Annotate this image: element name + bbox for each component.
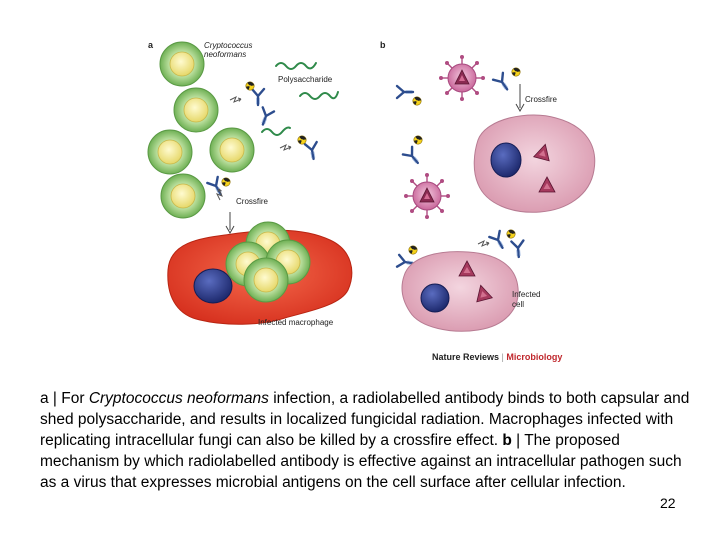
crossfire-label-b: Crossfire	[525, 95, 558, 104]
antibody	[401, 145, 424, 168]
radiation-label	[411, 95, 423, 107]
fungus-cell	[243, 257, 289, 303]
fungus-cell	[147, 129, 193, 175]
infected-cell-label-line2: cell	[512, 300, 525, 309]
antibody	[491, 71, 514, 95]
nucleus	[193, 268, 233, 304]
caption-a-letter: a	[40, 390, 49, 407]
figure: a Cryptococcus neoformans Polysaccharide…	[147, 40, 596, 362]
radiation-label	[505, 228, 517, 240]
organism-label-line2: neoformans	[204, 50, 247, 59]
credit-section: Microbiology	[506, 352, 563, 362]
antibody	[395, 84, 415, 100]
radiation-label	[220, 176, 232, 188]
antibody	[303, 140, 321, 162]
panel-b	[395, 54, 596, 332]
radiation-label	[412, 134, 424, 146]
infected-cell	[473, 114, 596, 213]
polysaccharide-label: Polysaccharide	[278, 75, 333, 84]
radiation-label	[510, 66, 522, 78]
fungus-cell	[173, 87, 219, 133]
figure-caption: a | For Cryptococcus neoformans infectio…	[40, 388, 700, 493]
radiation-zigzag	[229, 96, 242, 103]
panel-a	[147, 41, 353, 325]
figure-credit: Nature Reviews | Microbiology	[432, 352, 562, 362]
antibody	[256, 106, 276, 128]
infected-cell-label-line1: Infected	[512, 290, 541, 299]
fungus-cell	[159, 41, 205, 87]
radiation-label	[407, 244, 419, 256]
polysaccharide-strands	[261, 62, 339, 136]
virus	[438, 54, 486, 102]
caption-a-separator: | For	[48, 390, 89, 407]
radiation-zigzag	[477, 240, 490, 247]
infected-macrophage-label: Infected macrophage	[258, 318, 334, 327]
diagram-svg	[147, 41, 596, 332]
caption-species: Cryptococcus neoformans	[88, 390, 269, 407]
credit-journal: Nature Reviews	[432, 352, 500, 362]
nucleus	[420, 283, 450, 313]
nucleus	[490, 142, 522, 178]
fungus-cell	[209, 127, 255, 173]
antibody	[510, 239, 526, 259]
caption-a-text: infection, a radiolabelled antibody bind…	[40, 390, 690, 449]
panel-a-letter: a	[148, 40, 154, 50]
antibody	[488, 229, 509, 252]
crossfire-label-a: Crossfire	[236, 197, 269, 206]
organism-label-line1: Cryptococcus	[204, 41, 253, 50]
infected-cell	[401, 251, 519, 332]
credit-separator: |	[501, 352, 504, 362]
caption-b-letter: b	[502, 432, 512, 449]
fungus-cell	[160, 173, 206, 219]
radiation-zigzag	[279, 144, 292, 151]
virus	[403, 172, 451, 220]
panel-b-letter: b	[380, 40, 386, 50]
antibody	[250, 87, 266, 107]
caption-b-text: | The proposed mechanism by which radiol…	[40, 432, 682, 491]
page-number: 22	[660, 495, 676, 511]
